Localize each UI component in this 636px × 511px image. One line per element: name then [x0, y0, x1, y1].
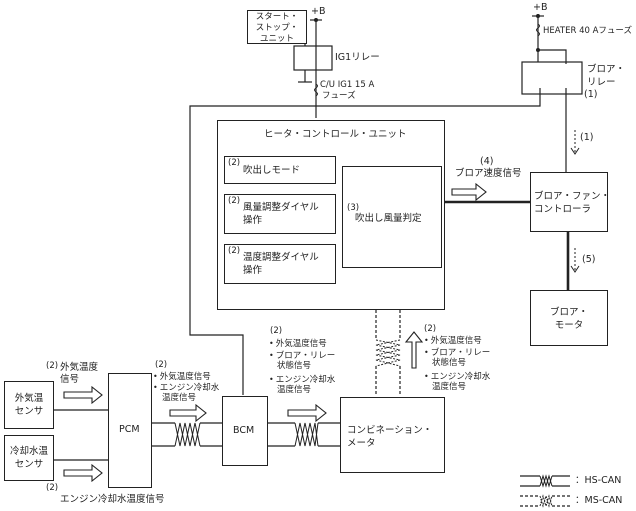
legend-ms-twist — [539, 494, 553, 508]
blower-relay-label-2: リレー — [587, 77, 616, 88]
hcu-title: ヒータ・コントロール・ユニット — [264, 129, 407, 140]
bplus-left-label: +B — [311, 6, 326, 17]
legend-ms-can-label: ：MS-CAN — [575, 495, 623, 506]
pcm: PCM — [108, 373, 152, 488]
pcm-bcm-signal-num: (2) — [155, 360, 168, 370]
coolant-temp-sensor: 冷却水温 センサ — [4, 435, 54, 481]
hcu-block-judge: (3) 吹出し風量判定 — [342, 166, 442, 268]
coolant-signal-text: エンジン冷却水温度信号 — [60, 494, 165, 505]
heater-control-unit: ヒータ・コントロール・ユニット (2) 吹出しモード (2) 風量調整ダイヤル … — [217, 120, 445, 310]
hcu-block-fan-dial: (2) 風量調整ダイヤル 操作 — [224, 194, 336, 234]
meter-hcu-arrow — [404, 331, 424, 369]
cu-fuse-label-1: C/U IG1 15 A — [320, 80, 375, 90]
arrow-1-label: (1) — [580, 132, 594, 143]
junction-dot — [536, 48, 540, 52]
blower-speed-label: ブロア速度信号 — [455, 168, 522, 179]
hcu-block-mode: (2) 吹出しモード — [224, 156, 336, 184]
meter-hcu-signal-num: (2) — [424, 324, 437, 334]
blower-motor: ブロア・ モータ — [530, 290, 608, 346]
combination-meter: コンビネーション・ メータ — [340, 397, 445, 473]
legend-hs-can-label: ：HS-CAN — [575, 475, 622, 486]
hcu-block-temp-dial: (2) 温度調整ダイヤル 操作 — [224, 244, 336, 284]
blower-relay-box — [521, 61, 583, 95]
relay-switch-feed — [538, 49, 567, 64]
coolant-signal-arrow — [63, 463, 103, 483]
cu-fuse-label-2: フューズ — [322, 91, 356, 101]
relay-state-wire — [189, 88, 541, 395]
blower-speed-num: (4) — [480, 156, 494, 167]
blower-relay-label-1: ブロア・ — [587, 64, 626, 75]
ambient-signal-text-1: 外気温度 — [60, 362, 99, 373]
heater-fuse-label: HEATER 40 Aフューズ — [543, 26, 632, 36]
arrow-5-label: (5) — [582, 254, 596, 265]
bplus-right-label: +B — [533, 2, 548, 13]
cu-fuse-symbol — [314, 83, 318, 97]
heater-fuse-symbol — [536, 23, 540, 37]
coolant-signal-num: (2) — [46, 483, 59, 493]
blower-relay-label-3: (1) — [584, 89, 598, 100]
junction-dot — [536, 14, 540, 18]
ambient-signal-arrow — [63, 385, 103, 405]
ambient-temp-sensor: 外気温 センサ — [4, 381, 54, 429]
bcm-meter-arrow — [287, 403, 327, 423]
bcm: BCM — [222, 396, 268, 466]
bcm-meter-signal-num: (2) — [270, 326, 283, 336]
ig1-relay-label: IG1リレー — [335, 52, 380, 63]
junction-dot — [314, 18, 318, 22]
blower-speed-arrow — [451, 182, 487, 202]
legend-hs-twist — [539, 474, 553, 488]
ig1-relay-box — [293, 45, 333, 71]
start-stop-unit-box: スタート・ ストップ・ ユニット — [247, 10, 307, 44]
ambient-signal-text-2: 信号 — [60, 374, 80, 385]
blower-fan-controller: ブロア・ファン・ コントローラ — [530, 172, 610, 232]
ambient-signal-num: (2) — [46, 361, 59, 371]
pcm-bcm-arrow — [169, 403, 207, 423]
